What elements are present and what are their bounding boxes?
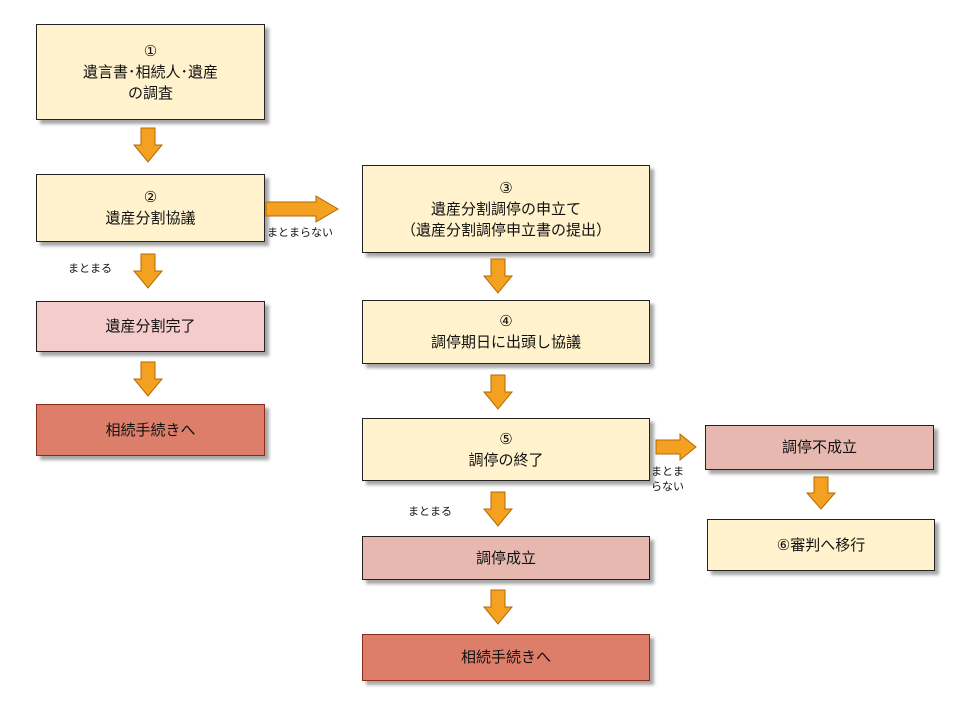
mediation-failed-label: 調停不成立 — [781, 438, 857, 456]
right-arrow-2-to-3 — [265, 195, 339, 223]
down-arrow-5-to-success — [482, 491, 514, 527]
not-agreed-label-1: まとまらない — [267, 226, 333, 239]
down-arrow-1-to-2 — [132, 127, 164, 163]
step1-line1: 遺言書･相続人･遺産 — [82, 62, 218, 81]
step4-number: ④ — [499, 312, 513, 330]
down-arrow-3-to-4 — [482, 258, 514, 294]
division-complete-label: 遺産分割完了 — [105, 317, 196, 335]
step5-number: ⑤ — [499, 429, 513, 448]
procedure-right-box: 相続手続きへ — [362, 634, 650, 681]
step4-line1: 調停期日に出頭し協議 — [430, 333, 581, 351]
procedure-left-label: 相続手続きへ — [105, 420, 196, 439]
not-agreed-label-2-line2: らない — [651, 480, 684, 493]
step3-number: ③ — [499, 178, 513, 197]
step2-division-negotiation-box: ② 遺産分割協議 — [36, 174, 265, 242]
step1-line2: の調査 — [127, 83, 173, 102]
procedure-left-box: 相続手続きへ — [36, 404, 265, 456]
step2-number: ② — [143, 188, 158, 206]
step5-line1: 調停の終了 — [468, 450, 544, 469]
step4-hearing-box: ④ 調停期日に出頭し協議 — [362, 300, 650, 364]
mediation-failed-box: 調停不成立 — [705, 425, 934, 470]
step2-line1: 遺産分割協議 — [105, 209, 196, 227]
down-arrow-4-to-5 — [482, 374, 514, 410]
agreed-label-2: まとまる — [408, 505, 452, 518]
mediation-success-label: 調停成立 — [475, 548, 536, 567]
right-arrow-5-to-failed — [655, 432, 697, 462]
agreed-label-1: まとまる — [68, 262, 112, 275]
step1-investigation-box: ① 遺言書･相続人･遺産 の調査 — [36, 24, 265, 120]
step3-mediation-filing-box: ③ 遺産分割調停の申立て （遺産分割調停申立書の提出） — [362, 165, 650, 253]
down-arrow-complete-to-procedure — [132, 361, 164, 397]
down-arrow-2-to-complete — [132, 253, 164, 289]
step1-number: ① — [143, 41, 158, 60]
procedure-right-label: 相続手続きへ — [460, 648, 551, 666]
step6-judgment-box: ⑥審判へ移行 — [707, 519, 935, 571]
division-complete-box: 遺産分割完了 — [36, 301, 265, 352]
not-agreed-label-2-line1: まとま — [651, 465, 684, 478]
step3-line2: （遺産分割調停申立書の提出） — [400, 220, 611, 239]
mediation-success-box: 調停成立 — [362, 536, 650, 580]
down-arrow-success-to-procedure — [482, 589, 514, 625]
step3-line1: 遺産分割調停の申立て — [430, 199, 581, 218]
step5-mediation-end-box: ⑤ 調停の終了 — [362, 418, 650, 481]
step6-label: ⑥審判へ移行 — [776, 535, 866, 554]
down-arrow-failed-to-judgment — [805, 476, 837, 510]
